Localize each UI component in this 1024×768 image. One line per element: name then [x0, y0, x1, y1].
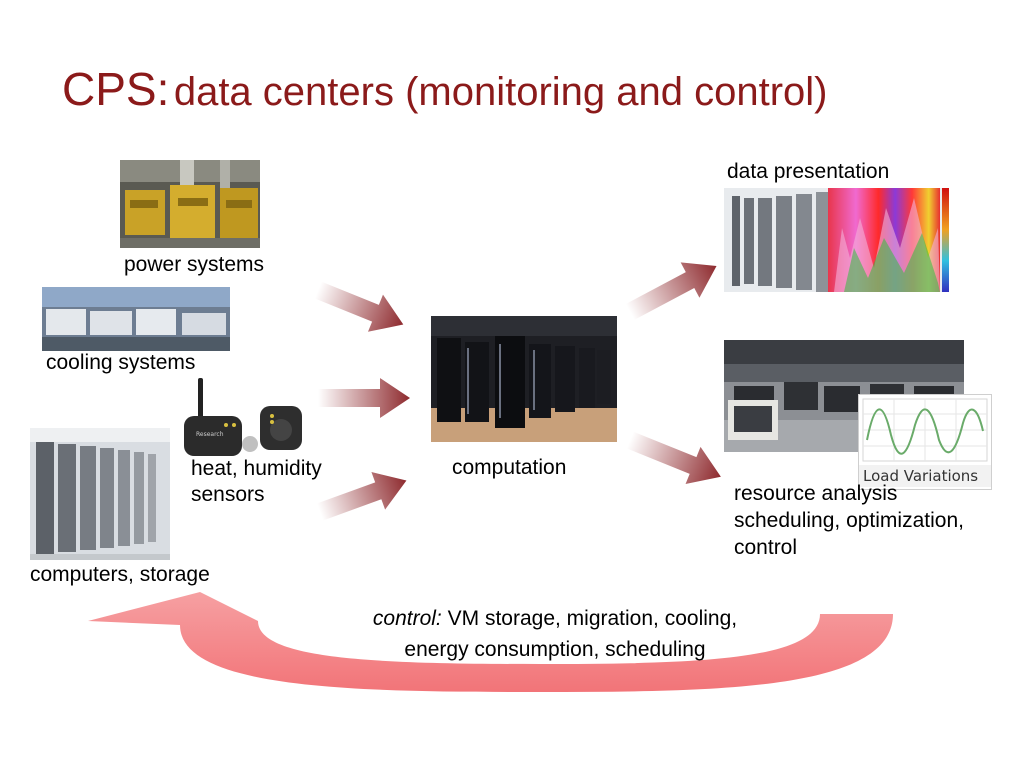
- computers-storage-image: [30, 428, 170, 560]
- data-presentation-label: data presentation: [727, 160, 890, 183]
- cooling-systems-image: [42, 287, 230, 351]
- sensors-label-line1: heat, humidity: [191, 457, 322, 480]
- computers-storage-label: computers, storage: [30, 563, 210, 586]
- computation-label: computation: [452, 456, 567, 479]
- title-rest: data centers (monitoring and control): [173, 70, 828, 114]
- arrow-cooling-to-computation: [318, 378, 410, 418]
- power-systems-label: power systems: [124, 253, 265, 276]
- resource-analysis-line3: control: [734, 536, 798, 559]
- cooling-systems-label: cooling systems: [46, 351, 196, 374]
- svg-text:Research: Research: [196, 431, 224, 438]
- resource-analysis-label: resource analysis scheduling, optimizati…: [734, 480, 964, 561]
- arrow-power-to-computation: [314, 281, 404, 332]
- resource-analysis-line2: scheduling, optimization,: [734, 509, 964, 532]
- arrow-computation-to-analysis: [626, 431, 721, 485]
- title-prefix: CPS:: [62, 63, 170, 115]
- resource-analysis-line1: resource analysis: [734, 482, 898, 505]
- control-keyword: control:: [372, 607, 442, 630]
- slide-title: CPS: data centers (monitoring and contro…: [62, 66, 828, 112]
- sensors-image: Research: [182, 378, 306, 460]
- feedback-control-arrow: [88, 592, 893, 692]
- power-systems-image: [120, 160, 260, 248]
- sensors-label: heat, humidity sensors: [191, 456, 322, 508]
- load-variations-chart: Load Variations: [858, 394, 992, 490]
- load-variations-caption: Load Variations: [859, 465, 991, 487]
- data-presentation-image: [724, 188, 960, 292]
- sensors-label-line2: sensors: [191, 483, 265, 506]
- feedback-text: control: VM storage, migration, cooling,…: [300, 603, 810, 665]
- feedback-line2: energy consumption, scheduling: [404, 638, 706, 661]
- computation-image: [431, 316, 617, 442]
- arrow-computation-to-presentation: [625, 262, 717, 320]
- feedback-line1-rest: VM storage, migration, cooling,: [447, 607, 738, 630]
- feedback-line1: control: VM storage, migration, cooling,: [300, 603, 810, 634]
- arrow-sensors-to-computation: [316, 472, 407, 521]
